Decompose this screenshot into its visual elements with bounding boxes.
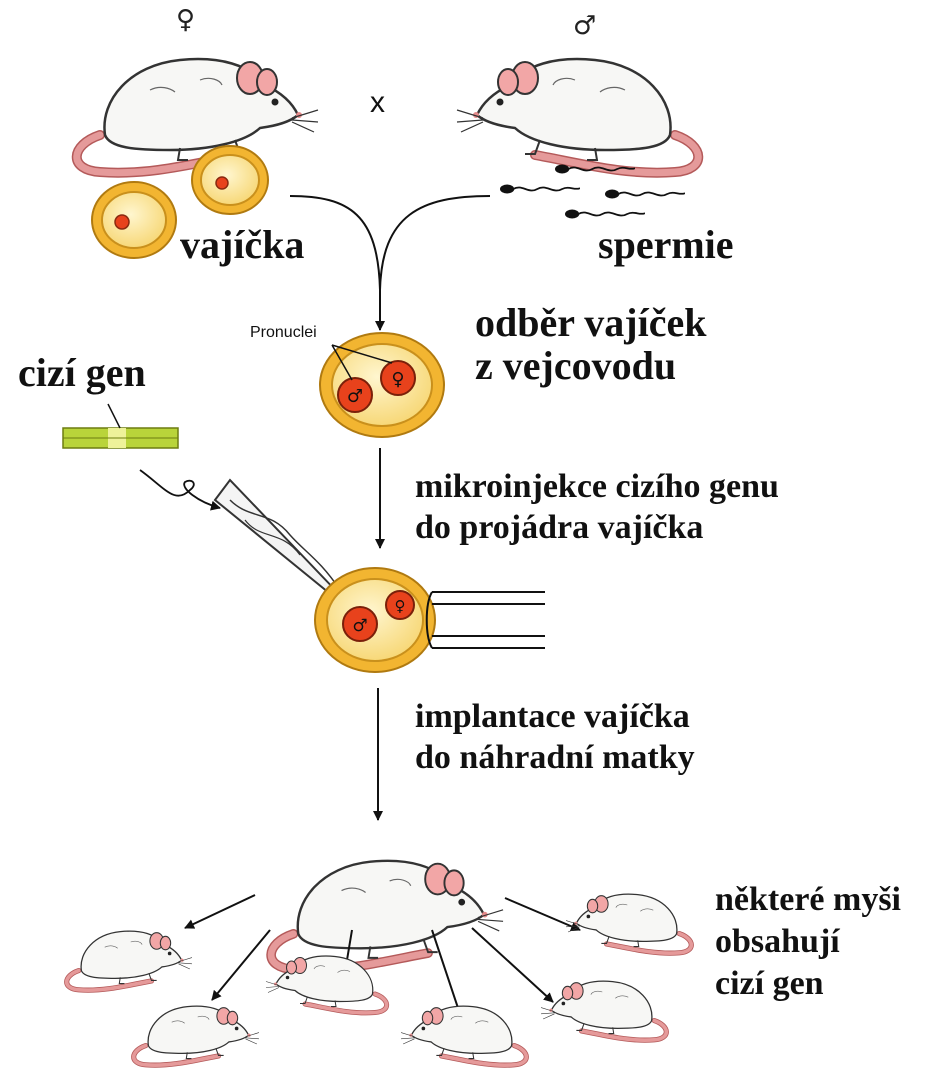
- female-symbol: ♀: [176, 6, 195, 36]
- result-label-line3: cizí gen: [715, 964, 824, 1003]
- svg-text:♀: ♀: [391, 369, 404, 390]
- microinjection-label-line1: mikroinjekce cizího genu: [415, 467, 779, 506]
- zygote-icon: ♂ ♀: [320, 333, 444, 437]
- male-symbol: ♂: [573, 12, 596, 42]
- egg-cell-icon: [92, 182, 176, 258]
- egg-collection-label-line2: z vejcovodu: [475, 343, 676, 389]
- offspring-mouse-icon: [134, 1006, 259, 1065]
- offspring-mouse-icon: [566, 894, 691, 953]
- svg-text:♂: ♂: [347, 386, 363, 407]
- female-mouse-icon: [77, 59, 318, 173]
- offspring-mouse-icon: [401, 1006, 526, 1065]
- offspring-mouse-icon: [67, 931, 192, 990]
- implantation-label-line2: do náhradní matky: [415, 738, 695, 777]
- surrogate-mother-mouse-icon: [271, 861, 503, 970]
- holding-pipette-icon: [427, 592, 545, 648]
- pronuclei-label: Pronuclei: [250, 324, 317, 342]
- foreign-gene-label: cizí gen: [18, 350, 146, 396]
- svg-text:♀: ♀: [395, 597, 406, 615]
- microinjection-label-line2: do projádra vajíčka: [415, 508, 703, 547]
- foreign-gene-icon: [63, 404, 178, 448]
- injected-egg-icon: ♂ ♀: [315, 568, 435, 672]
- implantation-label-line1: implantace vajíčka: [415, 697, 690, 736]
- gene-transfer-arrow: [140, 470, 220, 508]
- result-label-line2: obsahují: [715, 922, 840, 961]
- cross-symbol: x: [370, 86, 385, 121]
- sperm-label: spermie: [598, 222, 734, 268]
- merge-arrow: [290, 196, 490, 330]
- male-mouse-icon: [457, 59, 698, 173]
- egg-cell-icon: [192, 146, 268, 214]
- result-label-line1: některé myši: [715, 880, 901, 919]
- svg-text:♂: ♂: [352, 616, 367, 636]
- eggs-label: vajíčka: [180, 222, 304, 268]
- egg-collection-label-line1: odběr vajíček: [475, 300, 706, 346]
- offspring-mouse-icon: [541, 981, 666, 1040]
